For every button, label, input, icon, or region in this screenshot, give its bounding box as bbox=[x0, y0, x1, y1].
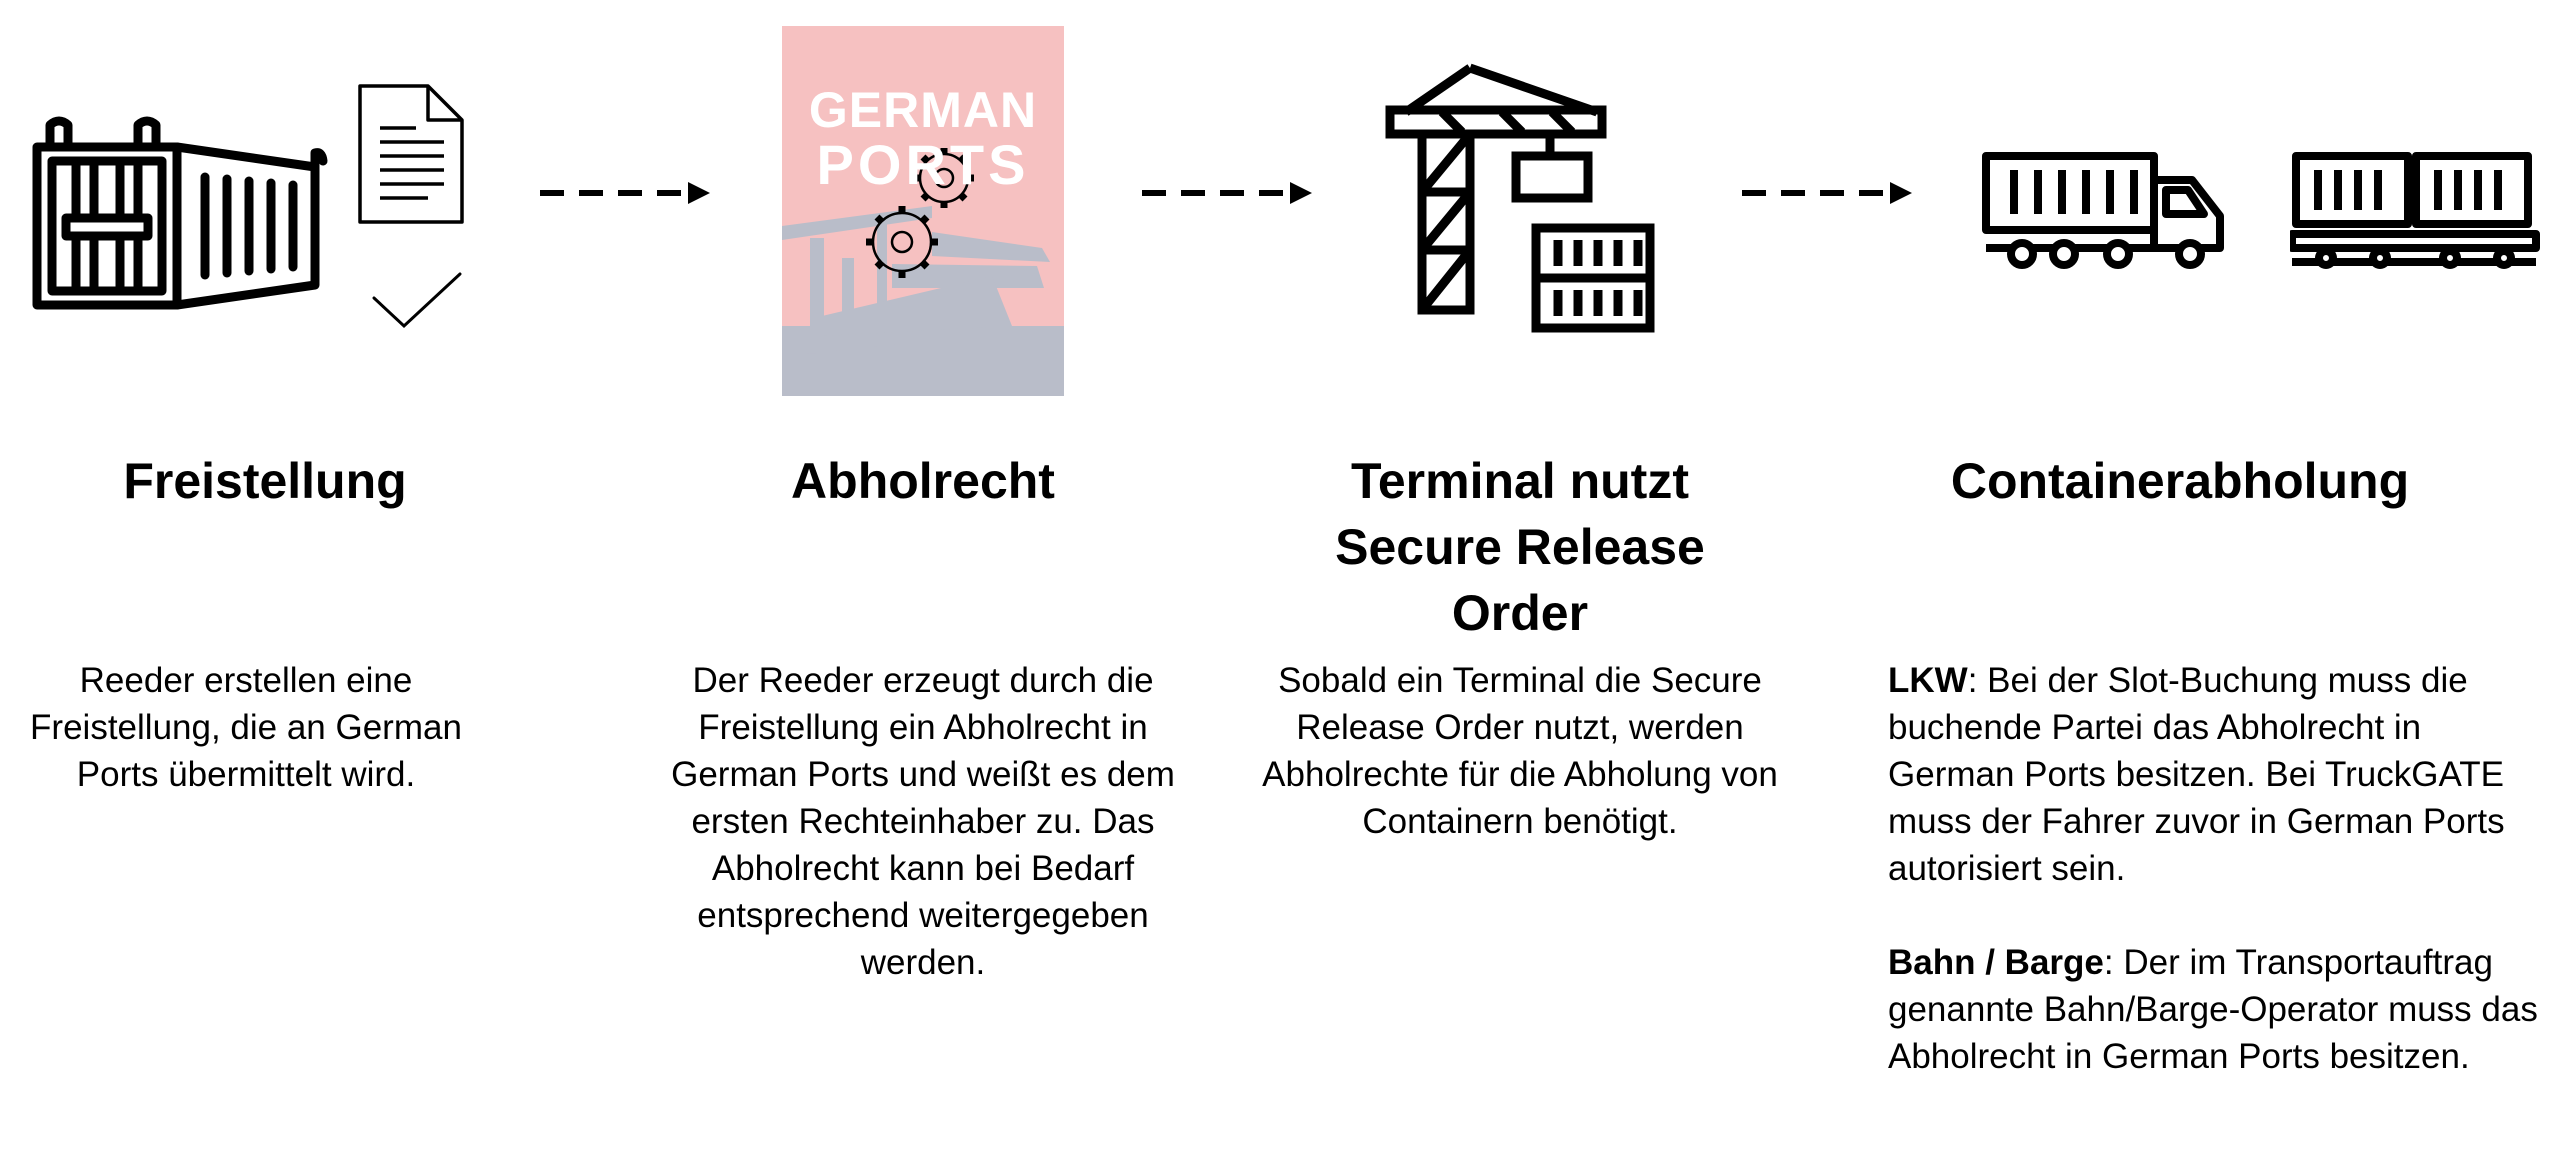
dashed-arrow-icon bbox=[1142, 182, 1312, 204]
train-icon bbox=[2290, 152, 2540, 269]
pickup-rail-label: Bahn / Barge bbox=[1888, 943, 2104, 982]
pickup-truck-rule: LKW: Bei der Slot-Buchung muss die buche… bbox=[1888, 657, 2548, 892]
shipping-container-icon bbox=[32, 116, 328, 310]
step-title-freistellung: Freistellung bbox=[123, 453, 407, 509]
pickup-truck-text: : Bei der Slot-Buchung muss die buchende… bbox=[1888, 661, 2505, 888]
dashed-arrow-icon bbox=[540, 182, 710, 204]
truck-icon bbox=[1982, 152, 2224, 269]
step-description-abholrecht: Der Reeder erzeugt durch die Freistellun… bbox=[671, 661, 1175, 982]
german-ports-logo-icon: GERMAN PORTS bbox=[782, 26, 1064, 396]
crane-with-containers-icon bbox=[1385, 63, 1655, 333]
step-title-terminal: Terminal nutzt Secure Release Order bbox=[1335, 453, 1705, 641]
document-icon bbox=[358, 84, 464, 224]
pickup-rail-text: : Der im Transportauftrag genannte Bahn/… bbox=[1888, 943, 2538, 1076]
checkmark-icon bbox=[372, 272, 462, 329]
pickup-truck-label: LKW bbox=[1888, 661, 1968, 700]
logo-line-german: GERMAN bbox=[808, 82, 1038, 138]
step-description-terminal: Sobald ein Terminal die Secure Release O… bbox=[1262, 661, 1778, 841]
pickup-rail-rule: Bahn / Barge: Der im Transportauftrag ge… bbox=[1888, 939, 2548, 1080]
dashed-arrow-icon bbox=[1742, 182, 1912, 204]
step-title-abholrecht: Abholrecht bbox=[791, 453, 1055, 509]
step-description-freistellung: Reeder erstellen eine Freistellung, die … bbox=[30, 661, 462, 794]
logo-line-ports: PORTS bbox=[816, 133, 1030, 196]
step-title-containerabholung: Containerabholung bbox=[1950, 453, 2410, 509]
